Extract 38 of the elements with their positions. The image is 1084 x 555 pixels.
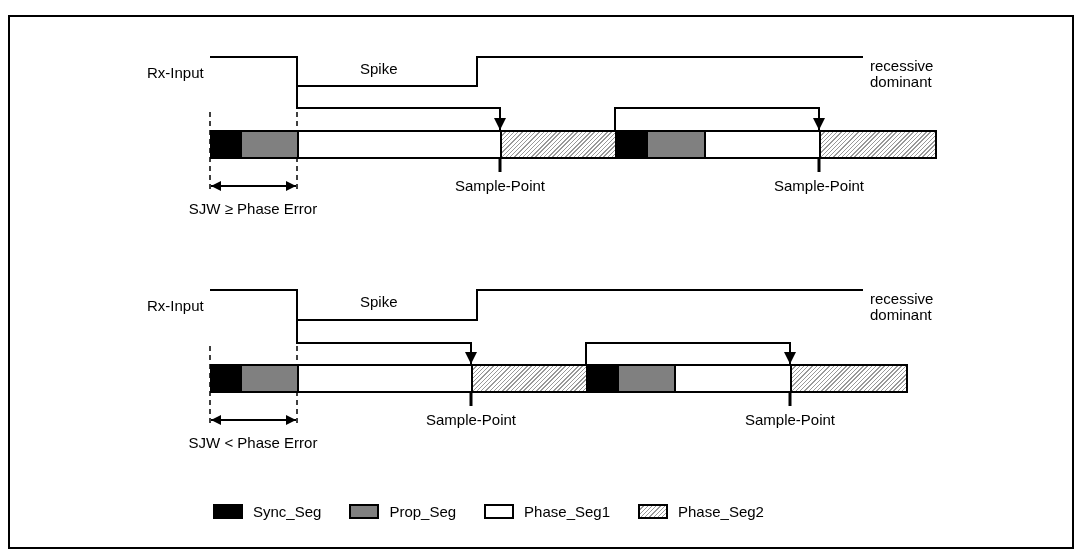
bit-segment-box bbox=[617, 364, 676, 393]
legend-label: Prop_Seg bbox=[389, 503, 457, 520]
legend-label: Sync_Seg bbox=[253, 503, 322, 520]
bit-segment-box bbox=[615, 130, 648, 159]
bit-segment-box bbox=[210, 364, 242, 393]
label-text: Spike bbox=[360, 294, 398, 309]
arrow bbox=[296, 320, 477, 365]
label-text: Rx-Input bbox=[147, 298, 204, 313]
sample-point-label: Sample-Point bbox=[774, 178, 864, 193]
bit-segment-box bbox=[819, 130, 937, 159]
bit-segment-box bbox=[646, 130, 706, 159]
label-text: SJW ≥ Phase Error bbox=[188, 201, 318, 216]
label-text: dominant bbox=[870, 307, 932, 322]
legend-label: Phase_Seg1 bbox=[524, 503, 610, 520]
bit-segment-box bbox=[471, 364, 588, 393]
legend-label: Phase_Seg2 bbox=[678, 503, 764, 520]
bit-segment-box bbox=[240, 364, 299, 393]
bit-segment-box bbox=[210, 130, 242, 159]
bit-segment-box bbox=[704, 130, 821, 159]
waveform bbox=[210, 289, 863, 321]
label-text: Spike bbox=[360, 61, 398, 76]
arrow bbox=[614, 107, 825, 131]
bit-segment-box bbox=[240, 130, 299, 159]
bit-segment-box bbox=[297, 364, 473, 393]
bit-segment-box bbox=[674, 364, 792, 393]
arrow bbox=[585, 342, 796, 365]
bit-segment-box bbox=[586, 364, 619, 393]
waveform bbox=[210, 56, 863, 87]
sample-point-label: Sample-Point bbox=[455, 178, 545, 193]
bit-segment-box bbox=[790, 364, 908, 393]
label-text: dominant bbox=[870, 74, 932, 89]
arrow bbox=[296, 86, 506, 131]
label-text: Rx-Input bbox=[147, 65, 204, 80]
bit-segment-box bbox=[297, 130, 502, 159]
bit-segment-box bbox=[500, 130, 617, 159]
sample-point-label: Sample-Point bbox=[745, 412, 835, 427]
label-text: SJW < Phase Error bbox=[188, 435, 318, 450]
sample-point-label: Sample-Point bbox=[426, 412, 516, 427]
